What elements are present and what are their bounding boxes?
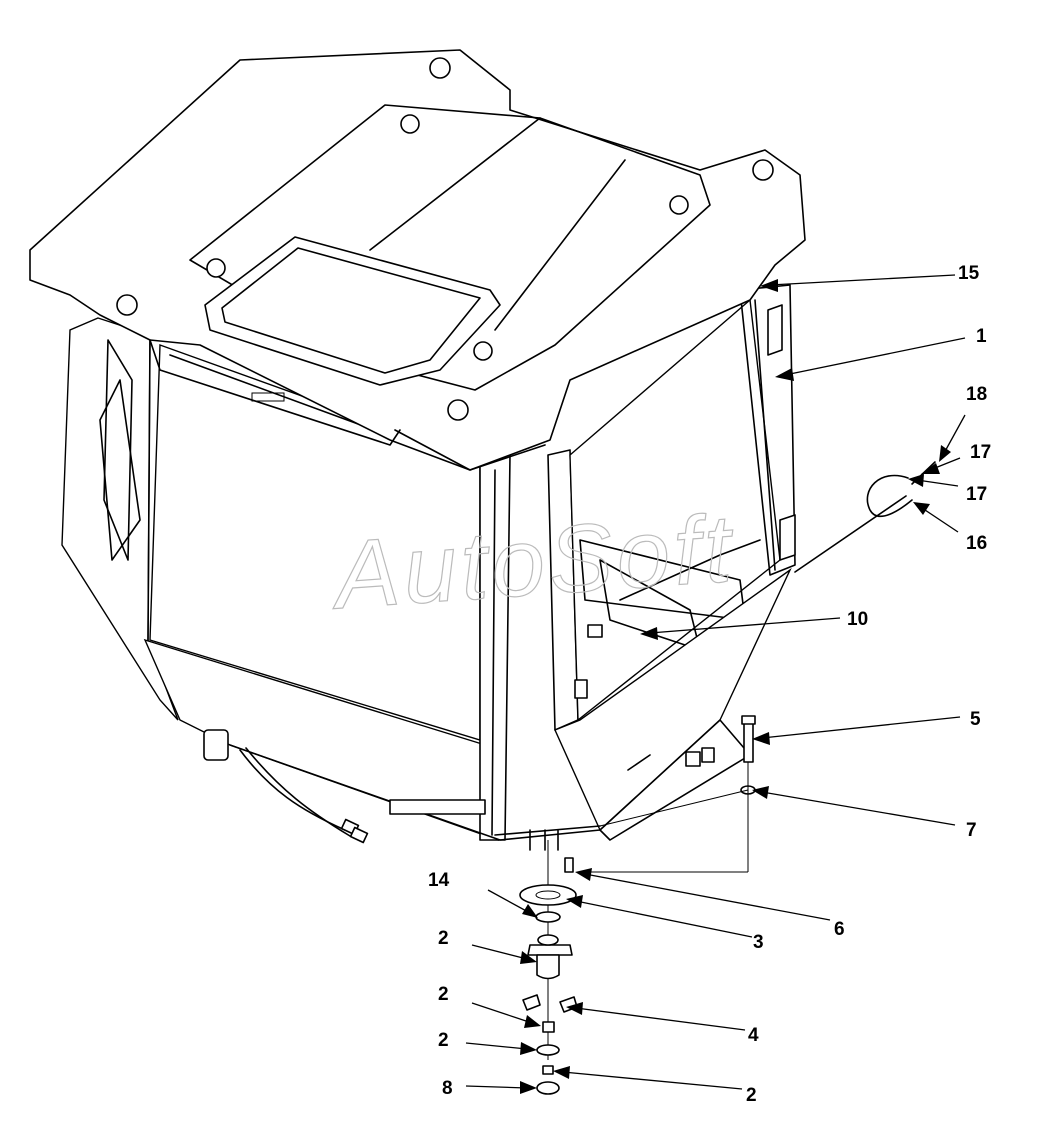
callout-17-upper: 17 bbox=[970, 442, 991, 463]
callout-17-lower: 17 bbox=[966, 484, 987, 505]
callout-5: 5 bbox=[970, 709, 981, 730]
callout-7: 7 bbox=[966, 820, 977, 841]
callout-4: 4 bbox=[748, 1025, 759, 1046]
callout-2-bottom: 8 bbox=[442, 1078, 453, 1099]
callout-10: 10 bbox=[847, 609, 868, 630]
callout-leaders bbox=[465, 274, 966, 1094]
callout-18: 18 bbox=[966, 384, 987, 405]
callout-14: 14 bbox=[428, 870, 450, 891]
callout-8: 2 bbox=[746, 1085, 757, 1106]
callout-labels: 15 1 18 17 17 16 10 5 7 6 14 3 2 2 4 2 2… bbox=[428, 263, 991, 1106]
callout-16: 16 bbox=[966, 533, 987, 554]
callout-2-mount: 2 bbox=[438, 928, 449, 949]
callout-2-washer: 2 bbox=[438, 1030, 449, 1051]
callout-3: 3 bbox=[753, 932, 764, 953]
callout-2-spacer: 2 bbox=[438, 984, 449, 1005]
callout-15: 15 bbox=[958, 263, 980, 284]
callout-6: 6 bbox=[834, 919, 845, 940]
cab-body bbox=[29, 49, 806, 851]
callout-1: 1 bbox=[976, 326, 987, 347]
